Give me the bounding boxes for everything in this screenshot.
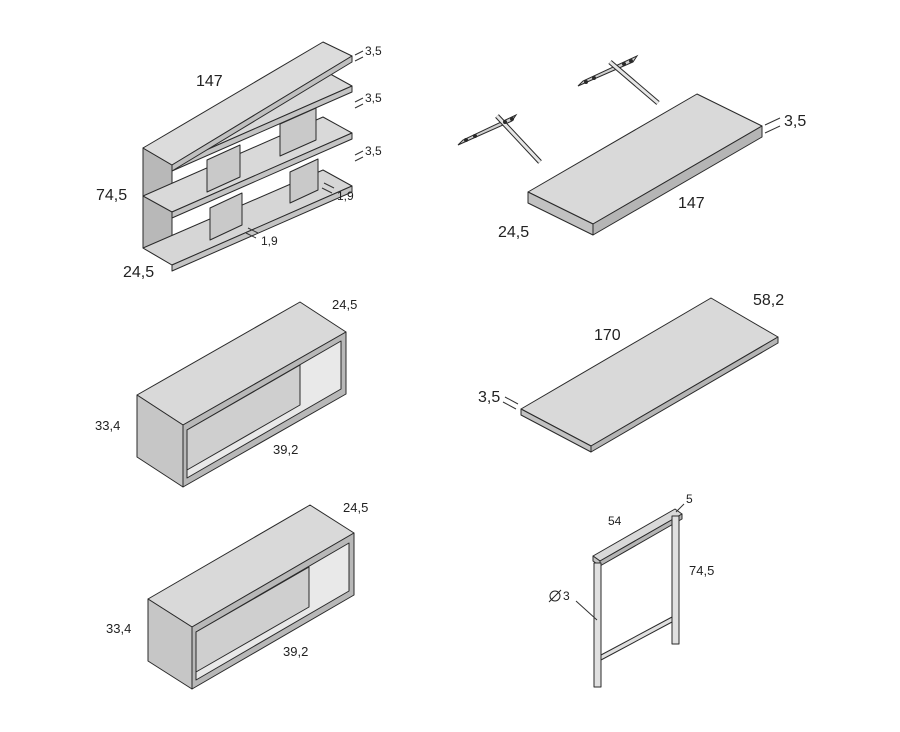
bookshelf-dim-ticks bbox=[245, 50, 364, 239]
wall-box-2-drawing bbox=[147, 504, 355, 690]
wall-box-2-height-label: 33,4 bbox=[106, 621, 131, 636]
wall-box-2-depth-label: 24,5 bbox=[343, 500, 368, 515]
bracket-2 bbox=[577, 54, 660, 105]
shelf-board-depth-label: 24,5 bbox=[498, 224, 529, 241]
desk-leg-dim-ticks bbox=[575, 503, 685, 621]
shelf-board-dim-ticks bbox=[764, 117, 781, 134]
bookshelf-side-1-label: 1,9 bbox=[337, 189, 354, 203]
bookshelf-drawing bbox=[142, 41, 353, 272]
desk-leg-width-label: 54 bbox=[608, 514, 622, 528]
desk-top-thickness-label: 3,5 bbox=[478, 389, 500, 406]
wall-box-1-depth-label: 24,5 bbox=[332, 297, 357, 312]
desk-leg-diameter-label: 3 bbox=[563, 589, 570, 603]
bracket-1 bbox=[457, 113, 542, 164]
diameter-icon bbox=[548, 589, 562, 603]
desk-leg-height-label: 74,5 bbox=[689, 563, 714, 578]
wall-box-1-width-label: 39,2 bbox=[273, 442, 298, 457]
bookshelf-shelf-3-label: 3,5 bbox=[365, 144, 382, 158]
desk-leg-drawing bbox=[592, 508, 683, 688]
wall-box-2-width-label: 39,2 bbox=[283, 644, 308, 659]
desk-top-length-label: 170 bbox=[594, 327, 621, 344]
bookshelf-shelf-1-label: 3,5 bbox=[365, 44, 382, 58]
desk-leg-thickness-label: 5 bbox=[686, 492, 693, 506]
wall-box-1-drawing bbox=[136, 301, 347, 488]
desk-top-drawing bbox=[520, 297, 779, 453]
desk-top-dim-ticks bbox=[502, 396, 519, 410]
bookshelf-shelf-2-label: 3,5 bbox=[365, 91, 382, 105]
desk-top-depth-label: 58,2 bbox=[753, 292, 784, 309]
shelf-board-drawing bbox=[527, 93, 763, 236]
bookshelf-width-label: 147 bbox=[196, 73, 223, 90]
bookshelf-side-2-label: 1,9 bbox=[261, 234, 278, 248]
shelf-board-length-label: 147 bbox=[678, 195, 705, 212]
bookshelf-height-label: 74,5 bbox=[96, 187, 127, 204]
wall-box-1-height-label: 33,4 bbox=[95, 418, 120, 433]
shelf-board-thickness-label: 3,5 bbox=[784, 113, 806, 130]
bookshelf-depth-label: 24,5 bbox=[123, 264, 154, 281]
